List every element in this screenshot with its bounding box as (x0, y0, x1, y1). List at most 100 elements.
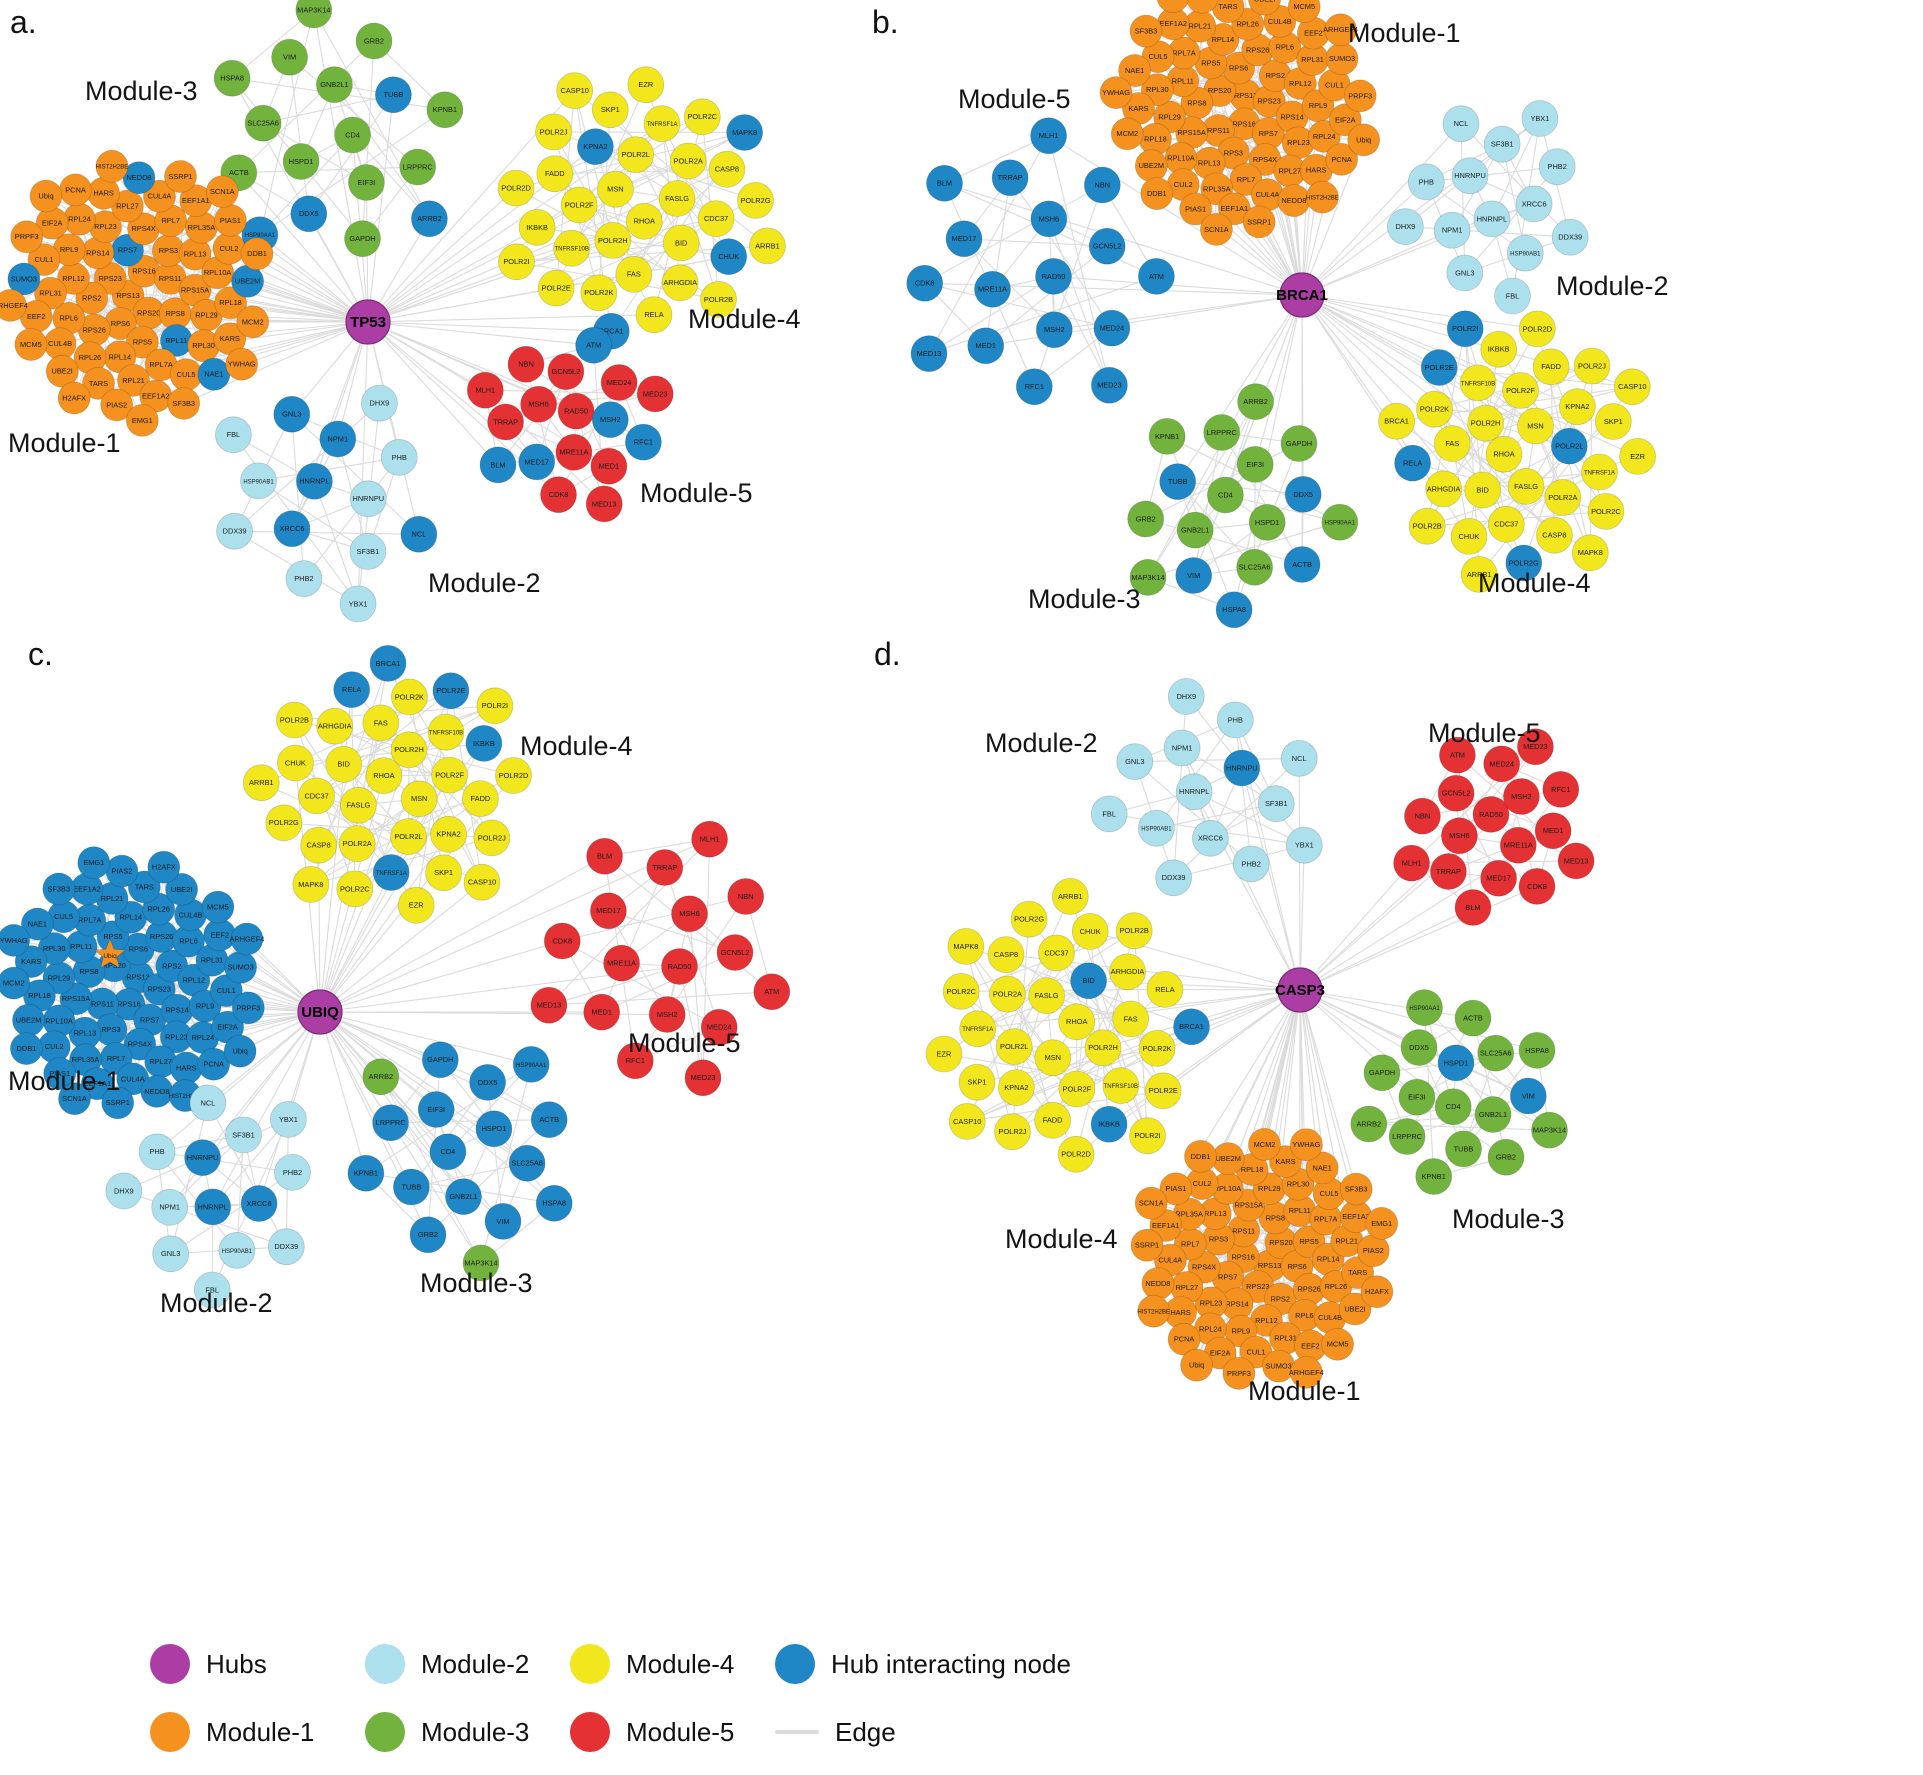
gene-node[interactable] (998, 1069, 1035, 1106)
gene-node[interactable] (662, 224, 700, 262)
gene-node[interactable] (58, 1082, 91, 1116)
gene-node[interactable] (267, 1228, 305, 1266)
gene-node[interactable] (583, 993, 621, 1031)
gene-node[interactable] (0, 289, 27, 322)
gene-node[interactable] (520, 385, 557, 423)
gene-node[interactable] (945, 220, 983, 258)
gene-node[interactable] (1280, 740, 1318, 777)
gene-node[interactable] (512, 1046, 550, 1083)
gene-node[interactable] (0, 966, 31, 1000)
gene-node[interactable] (1289, 1356, 1323, 1389)
gene-node[interactable] (906, 264, 944, 302)
hub-node[interactable] (1277, 967, 1323, 1013)
gene-node[interactable] (1398, 1078, 1436, 1116)
gene-node[interactable] (1223, 749, 1261, 787)
gene-node[interactable] (1378, 402, 1415, 440)
gene-node[interactable] (1446, 254, 1484, 292)
gene-node[interactable] (142, 179, 176, 213)
gene-node[interactable] (362, 704, 400, 742)
gene-node[interactable] (1156, 0, 1189, 13)
gene-node[interactable] (1216, 701, 1254, 739)
gene-node[interactable] (627, 66, 665, 104)
gene-node[interactable] (1088, 227, 1126, 265)
gene-node[interactable] (749, 227, 786, 265)
gene-node[interactable] (508, 1144, 546, 1182)
gene-node[interactable] (1129, 14, 1163, 48)
gene-node[interactable] (138, 1133, 176, 1171)
gene-node[interactable] (203, 918, 237, 952)
gene-node[interactable] (518, 443, 556, 481)
gene-node[interactable] (1467, 404, 1504, 442)
gene-node[interactable] (1138, 809, 1175, 847)
gene-node[interactable] (1112, 1000, 1149, 1038)
gene-node[interactable] (12, 1003, 45, 1037)
gene-node[interactable] (169, 1051, 203, 1085)
gene-node[interactable] (1441, 817, 1478, 855)
gene-node[interactable] (1430, 853, 1467, 890)
gene-node[interactable] (224, 950, 258, 984)
gene-node[interactable] (315, 66, 353, 103)
gene-node[interactable] (319, 420, 357, 458)
gene-node[interactable] (218, 1232, 256, 1269)
gene-node[interactable] (14, 328, 48, 361)
gene-node[interactable] (347, 1154, 385, 1192)
gene-node[interactable] (1434, 1088, 1472, 1126)
gene-node[interactable] (1619, 437, 1656, 475)
gene-node[interactable] (1242, 205, 1276, 239)
gene-node[interactable] (169, 358, 203, 392)
gene-node[interactable] (338, 825, 376, 862)
gene-node[interactable] (212, 231, 246, 265)
gene-node[interactable] (1137, 1294, 1171, 1328)
gene-node[interactable] (372, 854, 410, 891)
gene-node[interactable] (1365, 1207, 1399, 1240)
gene-node[interactable] (597, 170, 634, 208)
gene-node[interactable] (194, 1188, 232, 1226)
gene-node[interactable] (1138, 257, 1175, 295)
gene-node[interactable] (339, 786, 377, 824)
gene-node[interactable] (1057, 1135, 1095, 1173)
gene-node[interactable] (590, 892, 627, 930)
gene-node[interactable] (948, 1103, 986, 1140)
gene-node[interactable] (553, 229, 591, 267)
gene-node[interactable] (658, 180, 696, 217)
gene-node[interactable] (1339, 1172, 1373, 1206)
gene-node[interactable] (543, 922, 581, 960)
gene-node[interactable] (276, 744, 314, 782)
gene-node[interactable] (580, 274, 618, 312)
gene-node[interactable] (430, 815, 468, 853)
gene-node[interactable] (1408, 507, 1446, 545)
gene-node[interactable] (339, 585, 377, 623)
gene-node[interactable] (431, 756, 469, 794)
gene-node[interactable] (462, 1244, 500, 1282)
gene-node[interactable] (1483, 125, 1521, 163)
gene-node[interactable] (151, 1188, 189, 1226)
gene-node[interactable] (615, 255, 653, 293)
gene-node[interactable] (995, 1028, 1033, 1065)
gene-node[interactable] (1184, 1140, 1217, 1173)
gene-node[interactable] (1363, 1054, 1401, 1092)
gene-node[interactable] (1464, 471, 1502, 509)
gene-node[interactable] (1454, 889, 1492, 926)
gene-node[interactable] (925, 1035, 963, 1073)
gene-node[interactable] (189, 1084, 227, 1122)
gene-node[interactable] (1129, 1117, 1166, 1155)
gene-node[interactable] (1531, 1111, 1568, 1149)
gene-node[interactable] (476, 687, 514, 725)
gene-node[interactable] (9, 1032, 43, 1065)
gene-node[interactable] (1159, 1172, 1193, 1206)
gene-node[interactable] (1442, 105, 1480, 143)
gene-node[interactable] (147, 850, 181, 884)
gene-node[interactable] (374, 76, 412, 114)
gene-node[interactable] (947, 928, 985, 965)
gene-node[interactable] (495, 757, 532, 794)
gene-node[interactable] (231, 991, 265, 1025)
gene-node[interactable] (274, 1154, 311, 1191)
gene-node[interactable] (1437, 1044, 1475, 1082)
gene-node[interactable] (1420, 349, 1458, 386)
gene-node[interactable] (244, 104, 282, 142)
gene-node[interactable] (1325, 142, 1358, 176)
gene-node[interactable] (397, 886, 435, 924)
gene-node[interactable] (910, 335, 948, 373)
gene-node[interactable] (1185, 0, 1219, 14)
gene-node[interactable] (1287, 0, 1321, 24)
